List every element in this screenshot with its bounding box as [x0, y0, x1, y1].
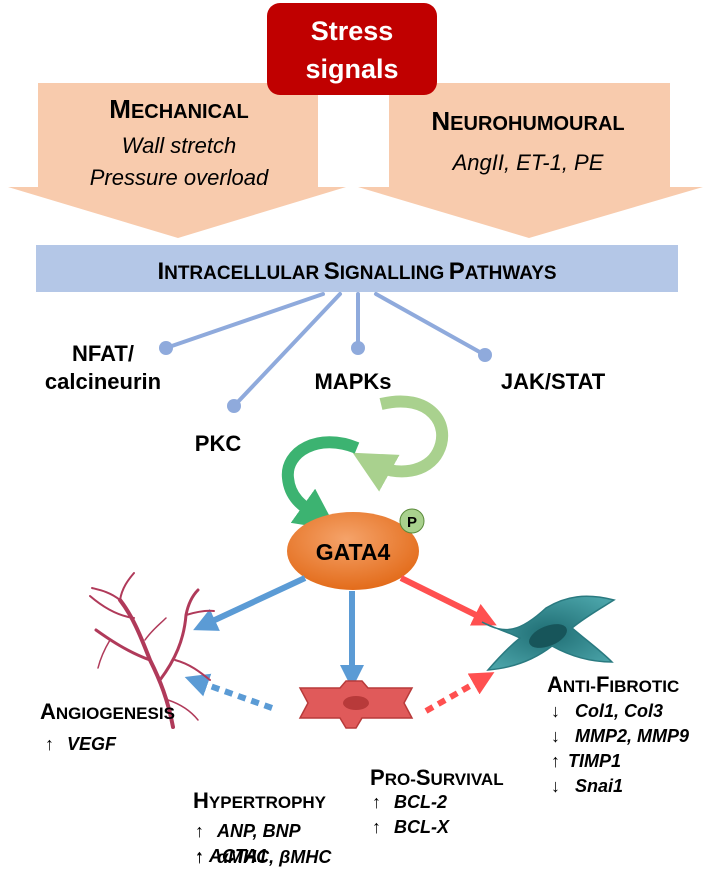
cycle-arrow-dark	[281, 436, 360, 531]
stress-signals-box	[267, 3, 437, 95]
nfat-connector-dot	[159, 341, 173, 355]
angiogenesis-gene-arrow: ↑	[45, 734, 54, 754]
hypertrophy-gene-arrow: ↑	[195, 847, 204, 867]
cardiomyocyte-icon	[298, 680, 414, 729]
hypertrophy-gene-arrow: ↑	[195, 821, 204, 841]
hypertrophy-title: HYPERTROPHY	[193, 788, 327, 813]
dashed-arrow-to-fibroblast	[424, 672, 495, 714]
antifibrotic-gene-arrow: ↓	[551, 701, 560, 721]
pathway-mapks-label: MAPKs	[314, 369, 391, 394]
jakstat-connector-dot	[478, 348, 492, 362]
antifibrotic-gene-arrow: ↓	[551, 776, 560, 796]
mechanical-item-wall-stretch: Wall stretch	[122, 133, 237, 158]
mapks-connector-dot	[351, 341, 365, 355]
pathway-jakstat-label: JAK/STAT	[501, 369, 606, 394]
arrow-to-fibroblast	[399, 575, 497, 626]
mechanical-arrow	[8, 83, 346, 238]
cycle-arrow-light	[352, 395, 449, 492]
neurohumoural-title: NEUROHUMOURAL	[431, 106, 624, 136]
antifibrotic-title: ANTI-FIBROTIC	[547, 672, 679, 697]
angiogenesis-gene-list: ↑ VEGF	[45, 734, 117, 754]
signalling-pathways-title: INTRACELLULAR SIGNALLING PATHWAYS	[157, 258, 556, 285]
angiogenesis-gene-name: VEGF	[67, 734, 117, 754]
hypertrophy-gene-arrow: ↑	[195, 846, 204, 866]
antifibrotic-gene-name: TIMP1	[568, 751, 621, 771]
antifibrotic-gene-arrow: ↓	[551, 726, 560, 746]
neurohumoural-arrow	[358, 83, 703, 238]
phospho-badge-label: P	[407, 514, 417, 531]
prosurvival-gene-name: BCL-X	[394, 817, 450, 837]
pathway-pkc-label: PKC	[195, 431, 242, 456]
neurohumoural-items: AngII, ET-1, PE	[451, 150, 604, 175]
blood-vessel-icon	[89, 572, 215, 729]
hypertrophy-gene-name: αMHC, βMHC	[217, 847, 332, 867]
prosurvival-gene-arrow: ↑	[372, 792, 381, 812]
hypertrophy-gene-name: ANP, BNP	[216, 821, 302, 841]
hypertrophy-gene-row-3: ↑ ACTA1	[195, 846, 268, 868]
pathway-connectors	[164, 292, 487, 408]
gata4-node	[287, 512, 419, 590]
pathway-nfat-label-line1: NFAT/	[72, 341, 134, 366]
mechanical-title: MECHANICAL	[109, 94, 248, 124]
prosurvival-title: PRO-SURVIVAL	[370, 765, 504, 790]
mechanical-item-pressure-overload: Pressure overload	[90, 165, 269, 190]
signalling-pathways-bar	[36, 245, 678, 292]
pkc-connector-dot	[227, 399, 241, 413]
stress-signals-line2: signals	[305, 54, 398, 84]
prosurvival-gene-list: ↑ BCL-2 ↑ BCL-X	[372, 792, 450, 837]
hypertrophy-gene-list: ↑ ANP, BNP ↑ αMHC, βMHC ↑	[195, 821, 332, 867]
pathway-nfat-label-line2: calcineurin	[45, 369, 161, 394]
prosurvival-gene-arrow: ↑	[372, 817, 381, 837]
fibroblast-icon	[481, 595, 616, 671]
antifibrotic-gene-name: MMP2, MMP9	[575, 726, 689, 746]
phospho-badge	[399, 508, 425, 534]
dashed-arrow-to-angiogenesis	[184, 673, 274, 711]
arrow-to-angiogenesis	[193, 575, 307, 631]
antifibrotic-gene-name: Col1, Col3	[575, 701, 663, 721]
prosurvival-gene-name: BCL-2	[394, 792, 447, 812]
hypertrophy-gene-name: ACTA1	[209, 846, 268, 866]
angiogenesis-title: ANGIOGENESIS	[40, 699, 175, 724]
antifibrotic-gene-arrow: ↑	[551, 751, 560, 771]
antifibrotic-gene-name: Snai1	[575, 776, 623, 796]
gata4-label: GATA4	[316, 539, 391, 565]
antifibrotic-gene-list: ↓ Col1, Col3 ↓ MMP2, MMP9 ↑ TIMP1 ↓ Snai…	[551, 701, 689, 796]
stress-signals-line1: Stress	[311, 16, 394, 46]
